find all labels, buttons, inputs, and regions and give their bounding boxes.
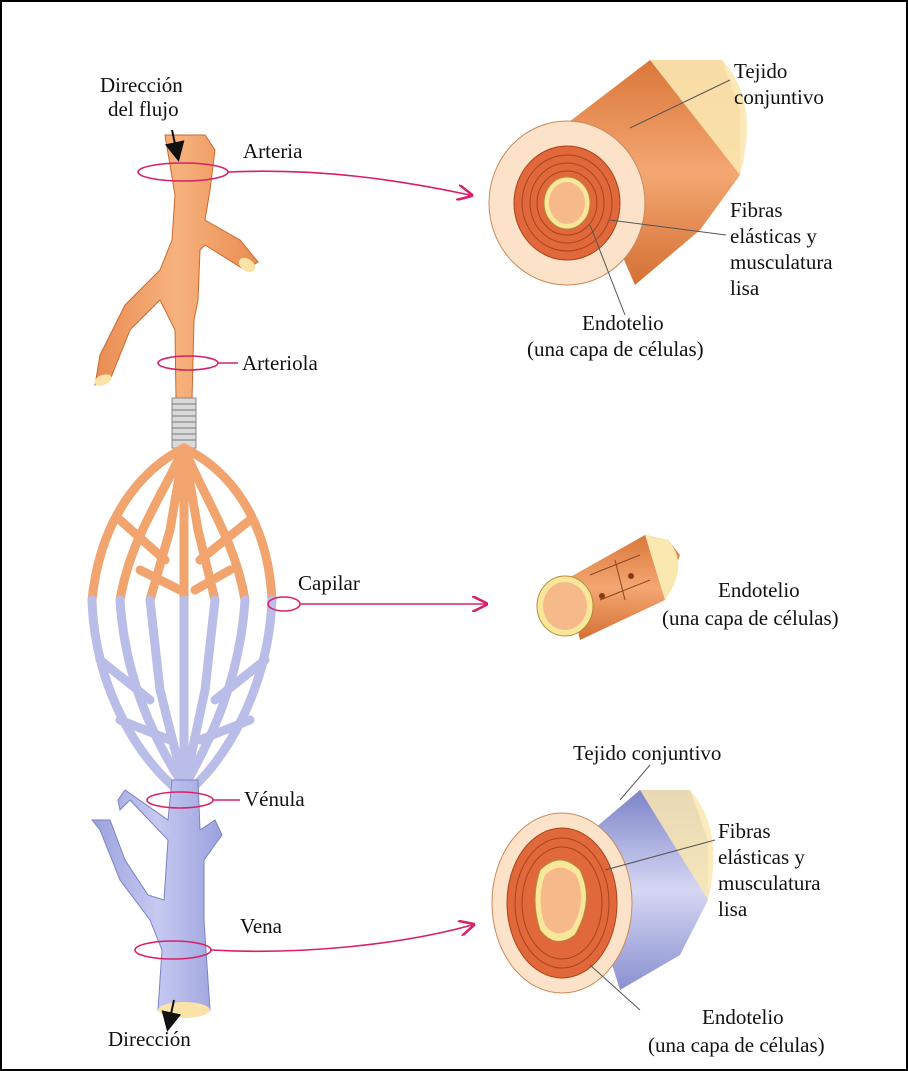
vein-label-tejido: Tejido conjuntivo (573, 741, 721, 765)
vein-label-endotelio-2: (una capa de células) (648, 1033, 825, 1057)
artery-label-fibras-3: musculatura (730, 250, 833, 274)
label-direccion-bottom: Dirección (108, 1027, 191, 1051)
artery-label-fibras-4: lisa (730, 276, 760, 300)
label-vena: Vena (240, 914, 283, 938)
artery-cross-section (489, 60, 747, 315)
label-direccion-flujo-1: Dirección (100, 73, 183, 97)
label-arteriola: Arteriola (242, 351, 318, 375)
label-capilar: Capilar (298, 571, 360, 595)
capillary-label-endotelio-2: (una capa de células) (662, 606, 839, 630)
capillary-network-venous (92, 600, 272, 790)
artery-label-fibras-2: elásticas y (730, 224, 817, 248)
capillary-network-arterial (92, 448, 272, 600)
artery-label-endotelio-1: Endotelio (582, 311, 664, 335)
vein-label-endotelio-1: Endotelio (702, 1005, 784, 1029)
vein-label-fibras-2: elásticas y (718, 845, 805, 869)
artery-label-endotelio-2: (una capa de células) (527, 337, 704, 361)
vein-branch (92, 780, 222, 1018)
label-arteria: Arteria (243, 139, 303, 163)
capillary-cross-section (537, 535, 680, 640)
pointer-capilar (268, 597, 485, 611)
artery-label-tejido-2: conjuntivo (734, 85, 824, 109)
capillary-label-endotelio-1: Endotelio (718, 578, 800, 602)
artery-branch (93, 135, 258, 400)
artery-label-fibras-1: Fibras (730, 198, 783, 222)
vein-label-fibras-1: Fibras (718, 819, 771, 843)
pointer-arteriola (158, 356, 238, 370)
vein-label-fibras-4: lisa (718, 897, 748, 921)
vein-label-fibras-3: musculatura (718, 871, 821, 895)
sphincter-rings (172, 398, 196, 448)
label-venula: Vénula (244, 787, 305, 811)
vein-cross-section (492, 765, 715, 1010)
artery-label-tejido-1: Tejido (734, 59, 787, 83)
label-direccion-flujo-2: del flujo (108, 97, 179, 121)
